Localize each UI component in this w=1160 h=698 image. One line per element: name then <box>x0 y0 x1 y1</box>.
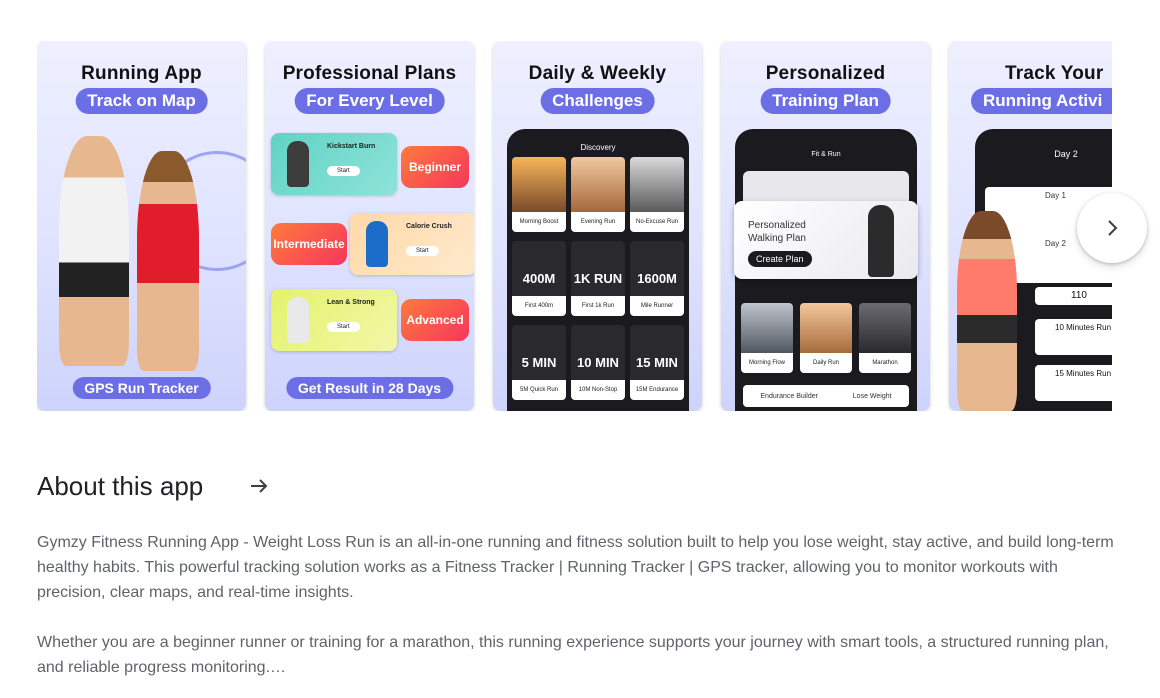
training-caption: Marathon <box>859 353 911 373</box>
challenge-caption: Morning Boost <box>512 212 566 232</box>
create-plan-button: Create Plan <box>748 251 812 267</box>
challenge-tile: 5 MIN 5M Quick Run <box>512 325 566 400</box>
challenge-duration: 5 MIN <box>521 355 557 370</box>
training-caption: Daily Run <box>800 353 852 373</box>
challenge-caption: 15M Endurance <box>630 380 684 400</box>
challenge-tile: No-Excuse Run <box>630 157 684 232</box>
challenge-caption: Mile Runner <box>630 296 684 316</box>
plan-footer: Endurance Builder Lose Weight <box>743 385 909 407</box>
runner-female-image <box>957 211 1017 411</box>
challenge-caption: 10M Non-Stop <box>571 380 625 400</box>
screenshot-4[interactable]: Personalized Training Plan Fit & Run End… <box>721 41 930 411</box>
plan-card: Lean & Strong Start <box>271 289 397 351</box>
screenshot-pill: Training Plan <box>760 88 891 114</box>
challenge-distance: 1600M <box>637 271 677 286</box>
challenge-tile: Evening Run <box>571 157 625 232</box>
about-title[interactable]: About this app <box>37 471 204 501</box>
plan-name: Calorie Crush <box>406 223 452 230</box>
challenge-caption: No-Excuse Run <box>630 212 684 232</box>
plan-start-button: Start <box>327 322 360 332</box>
screenshot-title: Professional Plans <box>282 63 457 84</box>
walking-plan-card: Personalized Walking Plan Create Plan <box>734 201 918 279</box>
challenge-image <box>630 157 684 212</box>
screenshot-pill: Running Activi <box>971 88 1112 114</box>
about-description-paragraph-2: Whether you are a beginner runner or tra… <box>37 634 1109 676</box>
challenge-distance: 400M <box>522 271 556 286</box>
challenge-caption: First 400m <box>512 296 566 316</box>
challenge-tile: 10 MIN 10M Non-Stop <box>571 325 625 400</box>
athlete-image <box>868 205 894 277</box>
screenshot-title: Running App <box>81 63 202 84</box>
stat-value: 110 <box>1035 287 1112 305</box>
about-description-paragraph-1: Gymzy Fitness Running App - Weight Loss … <box>37 534 1114 601</box>
challenge-tile: 15 MIN 15M Endurance <box>630 325 684 400</box>
challenge-caption: Evening Run <box>571 212 625 232</box>
level-tag: Beginner <box>401 146 469 188</box>
screenshot-title: Track Your <box>1005 63 1104 84</box>
carousel-next-button[interactable] <box>1077 193 1147 263</box>
plan-start-button: Start <box>327 166 360 176</box>
athlete-image <box>287 297 309 343</box>
athlete-image <box>366 221 388 267</box>
plan-name: Lean & Strong <box>327 299 375 306</box>
footer-label: Endurance Builder <box>760 392 818 400</box>
arrow-right-icon[interactable] <box>247 474 271 498</box>
challenge-tile: 1K RUN First 1k Run <box>571 241 625 316</box>
runner-male-image <box>59 136 129 366</box>
level-tag: Advanced <box>401 299 469 341</box>
screenshot-title: Daily & Weekly <box>528 63 667 84</box>
challenge-caption: First 1k Run <box>571 296 625 316</box>
training-caption: Morning Flow <box>741 353 793 373</box>
athlete-image <box>287 141 309 187</box>
challenge-duration: 10 MIN <box>577 355 619 370</box>
training-tile: Daily Run <box>800 303 852 373</box>
training-image <box>859 303 911 353</box>
chevron-right-icon <box>1108 220 1118 236</box>
screenshot-bottom-label: Get Result in 28 Days <box>285 377 454 399</box>
challenge-distance: 1K RUN <box>573 271 623 286</box>
plan-card: Kickstart Burn Start <box>271 133 397 195</box>
challenge-duration: 15 MIN <box>636 355 678 370</box>
training-tile: Marathon <box>859 303 911 373</box>
screenshot-3[interactable]: Daily & Weekly Challenges Discovery Morn… <box>493 41 702 411</box>
footer-label: Lose Weight <box>852 392 892 400</box>
screenshot-5[interactable]: Track Your Running Activi Day 2 Day 1 Da… <box>949 41 1112 411</box>
training-image <box>741 303 793 353</box>
training-tile: Morning Flow <box>741 303 793 373</box>
screenshot-2[interactable]: Professional Plans For Every Level Kicks… <box>265 41 474 411</box>
screenshot-pill: Challenges <box>540 88 655 114</box>
workout-row: 15 Minutes Run <box>1035 365 1112 401</box>
phone-mockup: Discovery Morning Boost Evening Run No-E… <box>507 129 689 411</box>
workout-row: 10 Minutes Run <box>1035 319 1112 355</box>
challenge-tile: 400M First 400m <box>512 241 566 316</box>
screenshot-pill: For Every Level <box>294 88 445 114</box>
walking-plan-title: Personalized Walking Plan <box>748 220 806 244</box>
plan-card: Calorie Crush Start <box>350 213 474 275</box>
screenshot-carousel: Running App Track on Map GPS Run Tracker… <box>37 41 1112 411</box>
screen-title: Fit & Run <box>811 151 841 158</box>
runner-female-image <box>137 151 199 371</box>
screenshot-pill: Track on Map <box>75 88 208 114</box>
screenshot-1[interactable]: Running App Track on Map GPS Run Tracker <box>37 41 246 411</box>
screen-title: Discovery <box>580 143 616 152</box>
plan-start-button: Start <box>406 246 439 256</box>
challenge-image <box>512 157 566 212</box>
screen-title: Day 2 <box>1054 149 1078 159</box>
screenshot-bottom-label: GPS Run Tracker <box>72 377 211 399</box>
challenge-tile: 1600M Mile Runner <box>630 241 684 316</box>
training-image <box>800 303 852 353</box>
plan-name: Kickstart Burn <box>327 143 376 150</box>
challenge-image <box>571 157 625 212</box>
level-tag: Intermediate <box>271 223 347 265</box>
challenge-caption: 5M Quick Run <box>512 380 566 400</box>
screenshot-title: Personalized <box>765 63 886 84</box>
challenge-tile: Morning Boost <box>512 157 566 232</box>
